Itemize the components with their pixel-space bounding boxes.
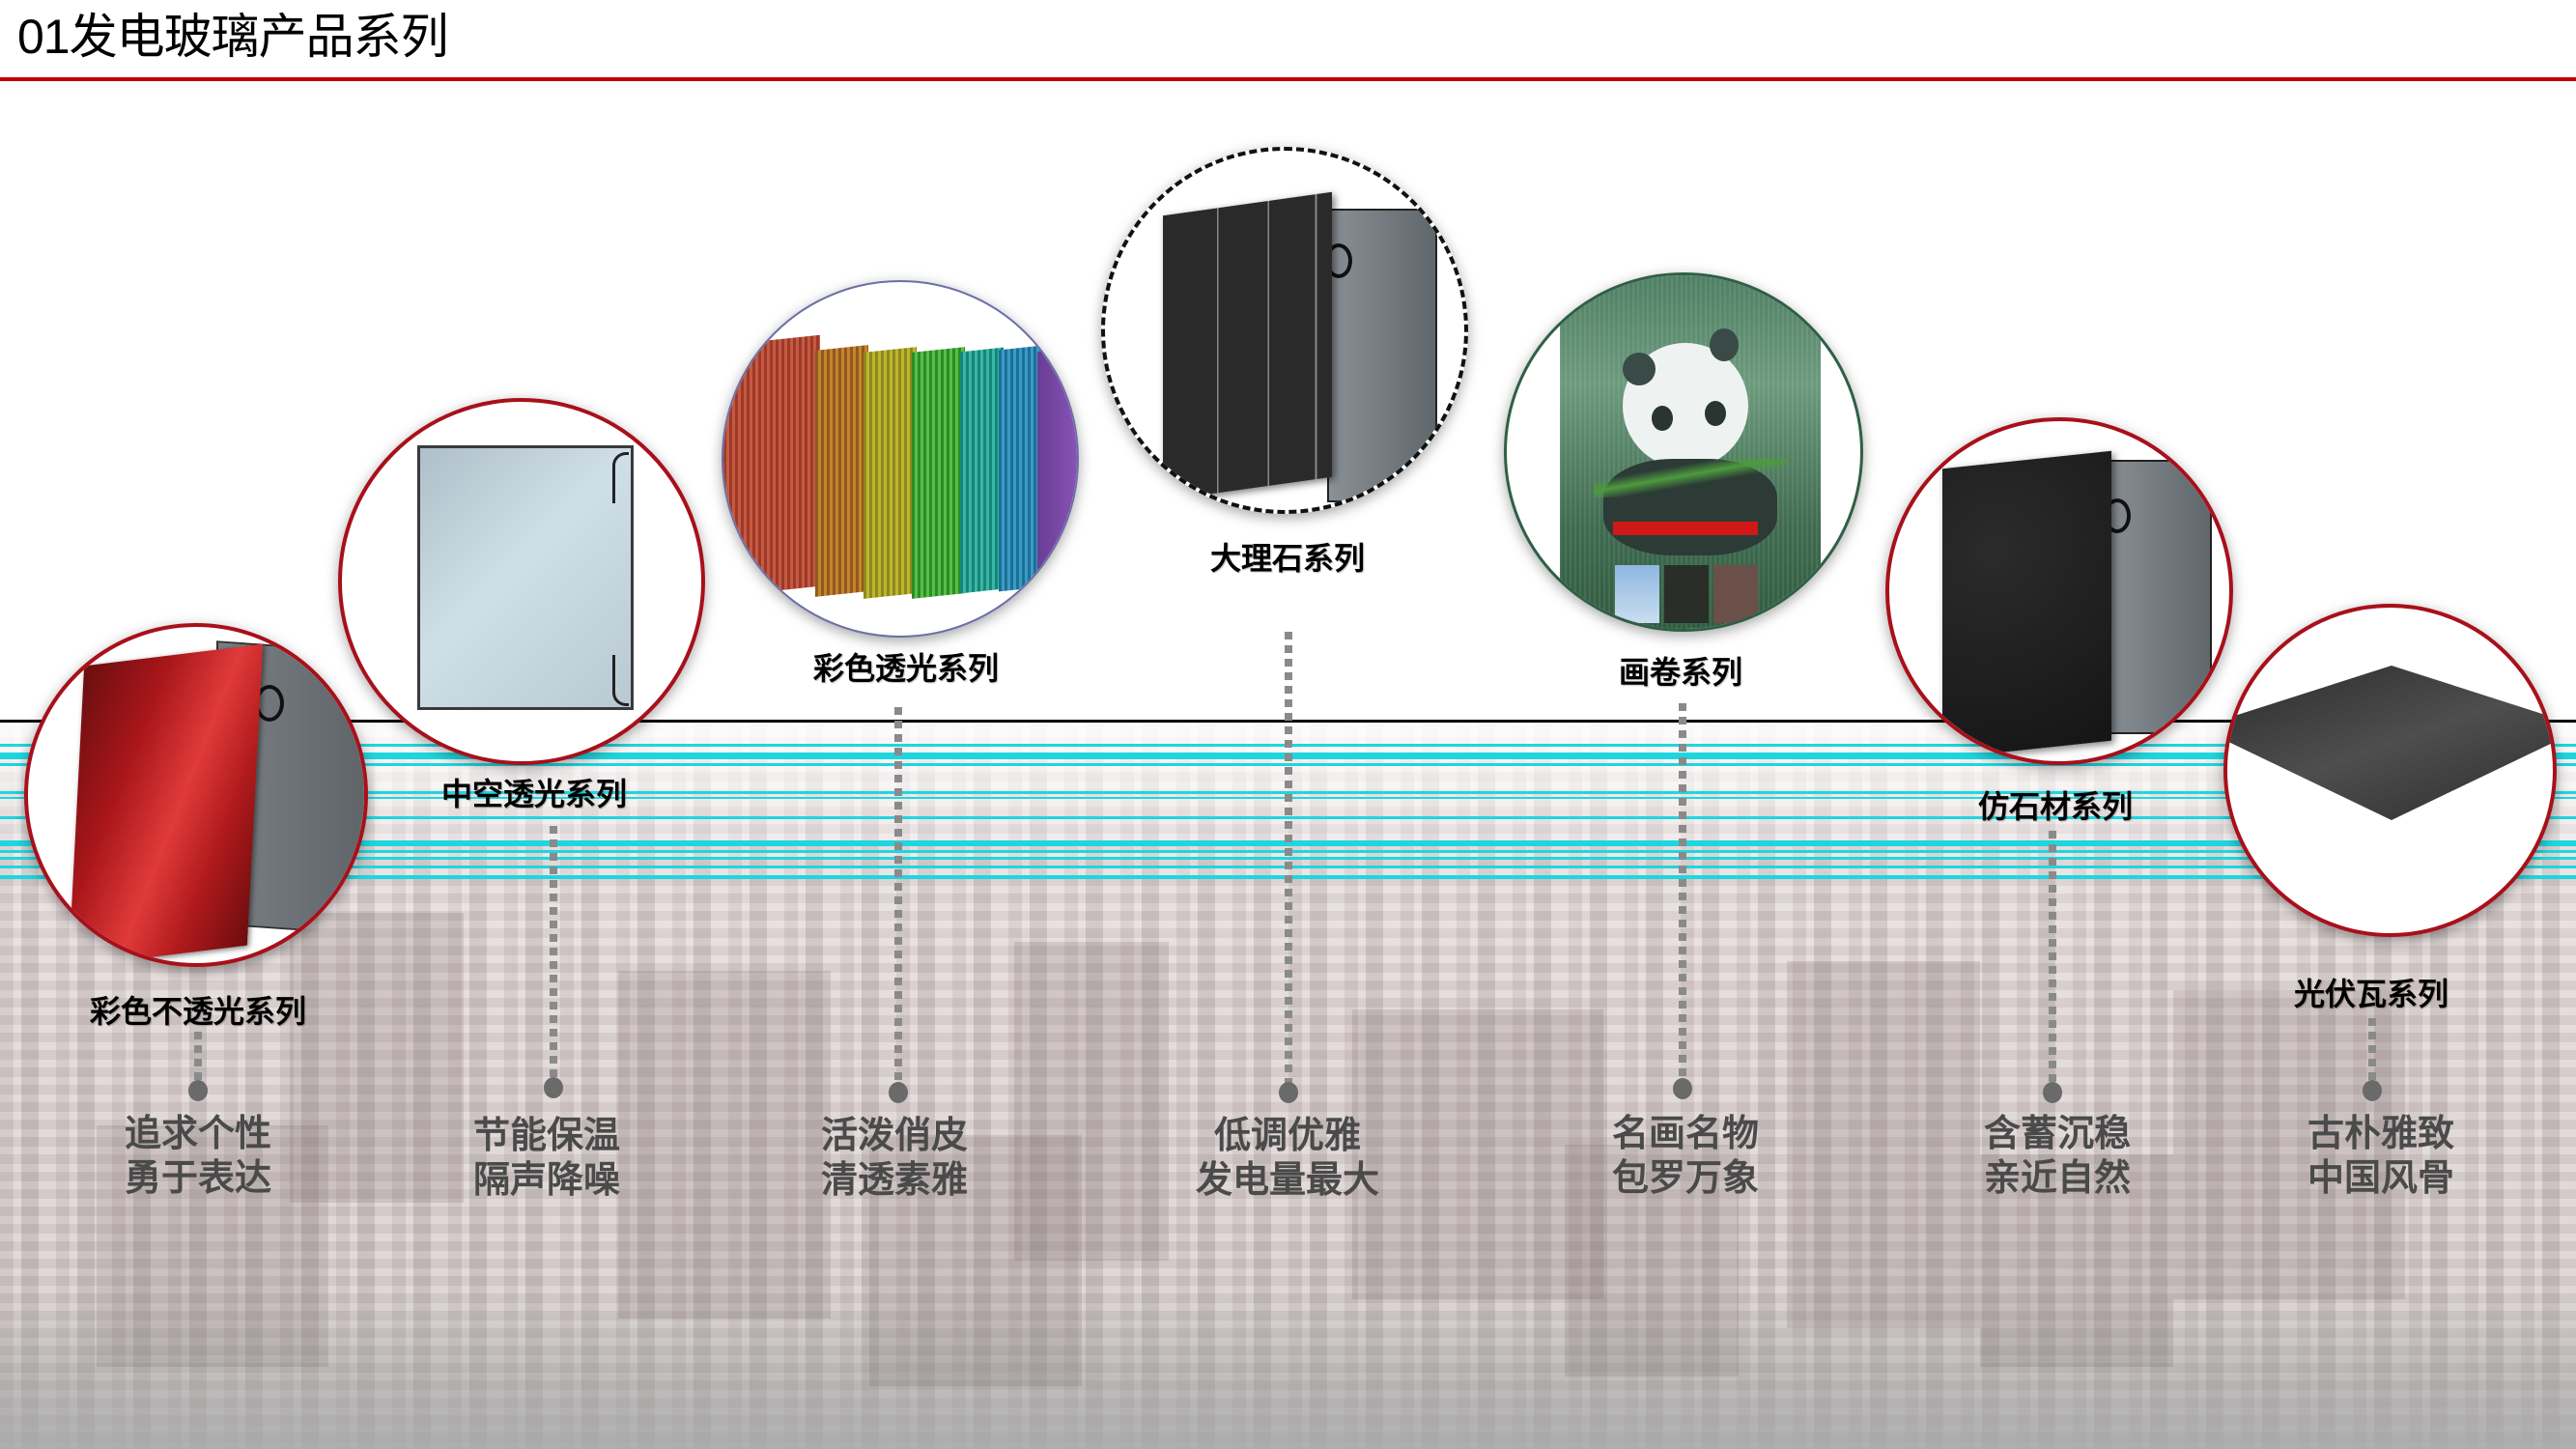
product-image-stone[interactable] <box>1885 417 2233 765</box>
bamboo-leaves <box>1594 459 1787 497</box>
panel-purple <box>1037 347 1077 584</box>
pin-marker <box>889 1082 908 1103</box>
product-description: 活泼俏皮 清透素雅 <box>821 1113 968 1202</box>
thumb-sky <box>1615 565 1659 623</box>
panel-yellow <box>863 347 917 599</box>
panda-eye-left <box>1652 406 1673 431</box>
pin-marker <box>1673 1078 1692 1099</box>
thumb-brown <box>1713 565 1758 623</box>
desc-line-1: 活泼俏皮 <box>820 1114 969 1156</box>
desc-line-2: 发电量最大 <box>1195 1158 1380 1201</box>
panda-eye-right <box>1705 401 1726 426</box>
panel-red <box>723 334 820 597</box>
desc-line-2: 包罗万象 <box>1611 1156 1760 1199</box>
thumb-bird <box>1664 565 1709 623</box>
panel-orange <box>815 345 868 597</box>
pin-marker <box>544 1077 563 1098</box>
product-image-color-translucent[interactable] <box>722 280 1079 638</box>
title-underline <box>0 77 2576 81</box>
dotted-connector <box>1679 703 1686 1084</box>
desc-line-1: 低调优雅 <box>1213 1114 1362 1156</box>
product-description: 低调优雅 发电量最大 <box>1196 1113 1379 1202</box>
product-label: 彩色不透光系列 <box>89 993 307 1030</box>
product-image-color-opaque[interactable] <box>24 623 368 967</box>
desc-line-1: 节能保温 <box>472 1114 621 1156</box>
product-description: 名画名物 包罗万象 <box>1612 1111 1759 1200</box>
pin-marker <box>188 1080 208 1101</box>
product-label: 中空透光系列 <box>440 776 628 812</box>
dotted-connector <box>2368 1018 2376 1082</box>
desc-line-2: 勇于表达 <box>124 1156 272 1199</box>
product-image-pv-tile[interactable] <box>2223 604 2557 937</box>
black-marble-panel <box>1163 191 1332 501</box>
cable-bottom-icon <box>612 655 629 706</box>
page-title: 01发电玻璃产品系列 <box>17 10 449 64</box>
red-banner <box>1613 522 1758 535</box>
product-image-painting[interactable] <box>1504 272 1863 632</box>
desc-line-1: 含蓄沉稳 <box>1983 1112 2132 1154</box>
product-description: 含蓄沉稳 亲近自然 <box>1984 1111 2131 1200</box>
desc-line-2: 隔声降噪 <box>472 1158 621 1201</box>
dotted-connector <box>550 826 557 1082</box>
pv-tile-shape <box>2227 666 2553 820</box>
panel-green <box>912 347 965 599</box>
pin-marker <box>2363 1080 2382 1101</box>
panel-blue <box>999 345 1042 592</box>
product-image-hollow-transparent[interactable] <box>338 398 705 765</box>
cable-top-icon <box>612 452 629 503</box>
pin-marker <box>1279 1082 1298 1103</box>
desc-line-2: 中国风骨 <box>2307 1156 2455 1199</box>
red-glass-panel <box>68 643 264 963</box>
desc-line-1: 古朴雅致 <box>2307 1112 2455 1154</box>
product-label: 大理石系列 <box>1209 540 1366 577</box>
dotted-connector <box>894 707 902 1084</box>
glass-pane <box>417 445 634 710</box>
dotted-connector <box>1285 632 1292 1084</box>
product-label: 仿石材系列 <box>1977 788 2134 825</box>
product-description: 古朴雅致 中国风骨 <box>2307 1111 2454 1200</box>
pin-marker <box>2043 1082 2062 1103</box>
desc-line-2: 亲近自然 <box>1983 1156 2132 1199</box>
panda-ear-right <box>1710 328 1739 361</box>
product-label: 光伏瓦系列 <box>2293 976 2449 1012</box>
dotted-connector <box>2049 831 2056 1084</box>
dotted-connector <box>194 1032 202 1080</box>
product-label: 画卷系列 <box>1618 654 1743 691</box>
panel-teal <box>960 347 1004 594</box>
desc-line-2: 清透素雅 <box>820 1158 969 1201</box>
product-description: 追求个性 勇于表达 <box>125 1111 271 1200</box>
desc-line-1: 追求个性 <box>124 1112 272 1154</box>
product-label: 彩色透光系列 <box>812 650 1000 687</box>
desc-line-1: 名画名物 <box>1611 1112 1760 1154</box>
product-image-marble[interactable] <box>1101 147 1468 514</box>
panda-ear-left <box>1623 353 1656 385</box>
stone-texture-panel <box>1942 450 2111 759</box>
product-description: 节能保温 隔声降噪 <box>473 1113 620 1202</box>
